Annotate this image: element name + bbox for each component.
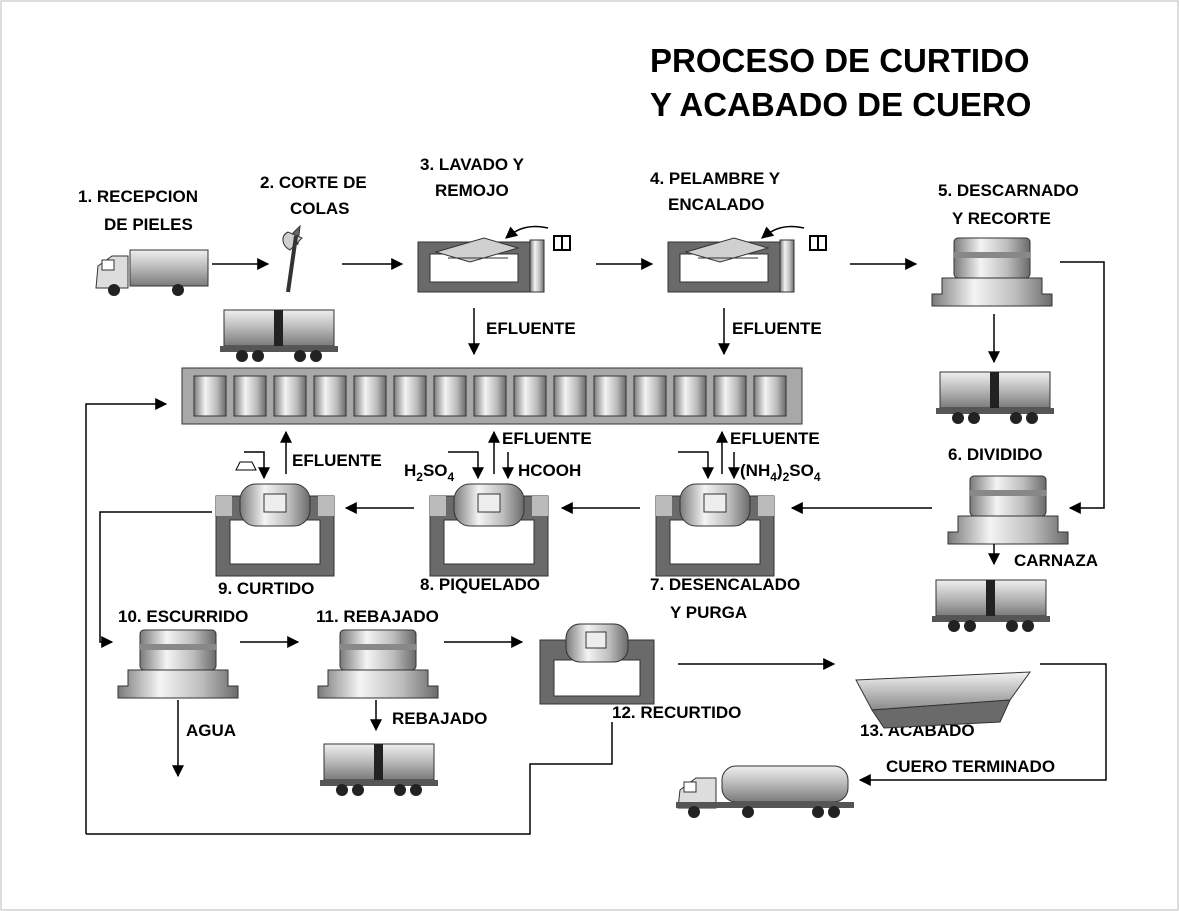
effluent-label-9: EFLUENTE [292,451,382,470]
tank-compartment [633,375,667,417]
railcar-icon [931,579,1051,633]
tank-compartment [193,375,227,417]
valve-icon [505,225,571,251]
tank-compartment [473,375,507,417]
step-12-label: 12. RECURTIDO [612,703,741,722]
tank-compartment [393,375,427,417]
tank-compartment [593,375,627,417]
soak-vat-2-icon [667,237,795,293]
tank-compartment [553,375,587,417]
step-10-label: 10. ESCURRIDO [118,607,248,626]
step-9-label: 9. CURTIDO [218,579,314,598]
finishing-table-icon [855,671,1032,729]
retanning-drum-icon [539,623,655,705]
soak-vat-1-icon [417,237,545,293]
ammonium-sulfate-label: (NH4)2SO4 [740,461,821,484]
effluent-label-3: EFLUENTE [486,319,576,338]
h2so4-label: H2SO4 [404,461,455,484]
step-8-label: 8. PIQUELADO [420,575,540,594]
pickling-drum-icon [429,483,549,577]
flow-arrows [212,258,1105,514]
axe-icon [282,224,303,293]
step-7-label-line2: Y PURGA [670,603,747,622]
tank-truck-icon [676,765,854,818]
carnaza-label: CARNAZA [1014,551,1098,570]
railcar-icon [219,309,339,363]
tank-compartment [753,375,787,417]
wringing-machine-icon [117,629,239,699]
fleshing-machine-icon [931,237,1053,307]
hcooh-label: HCOOH [518,461,581,480]
step-4-label-line1: 4. PELAMBRE Y [650,169,781,188]
tanning-drum-icon [215,483,335,577]
railcar-icon [319,743,439,797]
step-3-label-line2: REMOJO [435,181,509,200]
effluent-label-7: EFLUENTE [730,429,820,448]
diagram-title-line1: PROCESO DE CURTIDO [650,42,1030,79]
step-4-label-line2: ENCALADO [668,195,764,214]
tank-compartment [673,375,707,417]
deliming-drum-icon [655,483,775,577]
step-5-label-line2: Y RECORTE [952,209,1051,228]
shaving-machine-icon [317,629,439,699]
tank-compartment [273,375,307,417]
tank-compartment [513,375,547,417]
tank-compartment [313,375,347,417]
splitting-machine-icon [947,475,1069,545]
step-1-label-line2: DE PIELES [104,215,193,234]
step-5-label-line1: 5. DESCARNADO [938,181,1079,200]
effluent-label-8: EFLUENTE [502,429,592,448]
reception-truck-icon [95,249,209,296]
agua-label: AGUA [186,721,236,740]
finished-leather-label: CUERO TERMINADO [886,757,1055,776]
step-1-label-line1: 1. RECEPCION [78,187,198,206]
step-11-label: 11. REBAJADO [316,607,439,626]
step-2-label-line2: COLAS [290,199,350,218]
valve-icon [761,225,827,251]
chemical-icon [235,461,257,471]
tank-compartment [233,375,267,417]
effluent-tank [181,367,803,425]
diagram-title-line2: Y ACABADO DE CUERO [650,86,1031,123]
effluent-label-4: EFLUENTE [732,319,822,338]
tank-compartment [353,375,387,417]
step-3-label-line1: 3. LAVADO Y [420,155,525,174]
tank-compartment [433,375,467,417]
tank-compartment [713,375,747,417]
flow-arrows [85,398,1107,835]
step-6-label: 6. DIVIDIDO [948,445,1042,464]
railcar-icon [935,371,1055,425]
rebajado-label: REBAJADO [392,709,487,728]
step-7-label-line1: 7. DESENCALADO [650,575,800,594]
step-2-label-line1: 2. CORTE DE [260,173,367,192]
